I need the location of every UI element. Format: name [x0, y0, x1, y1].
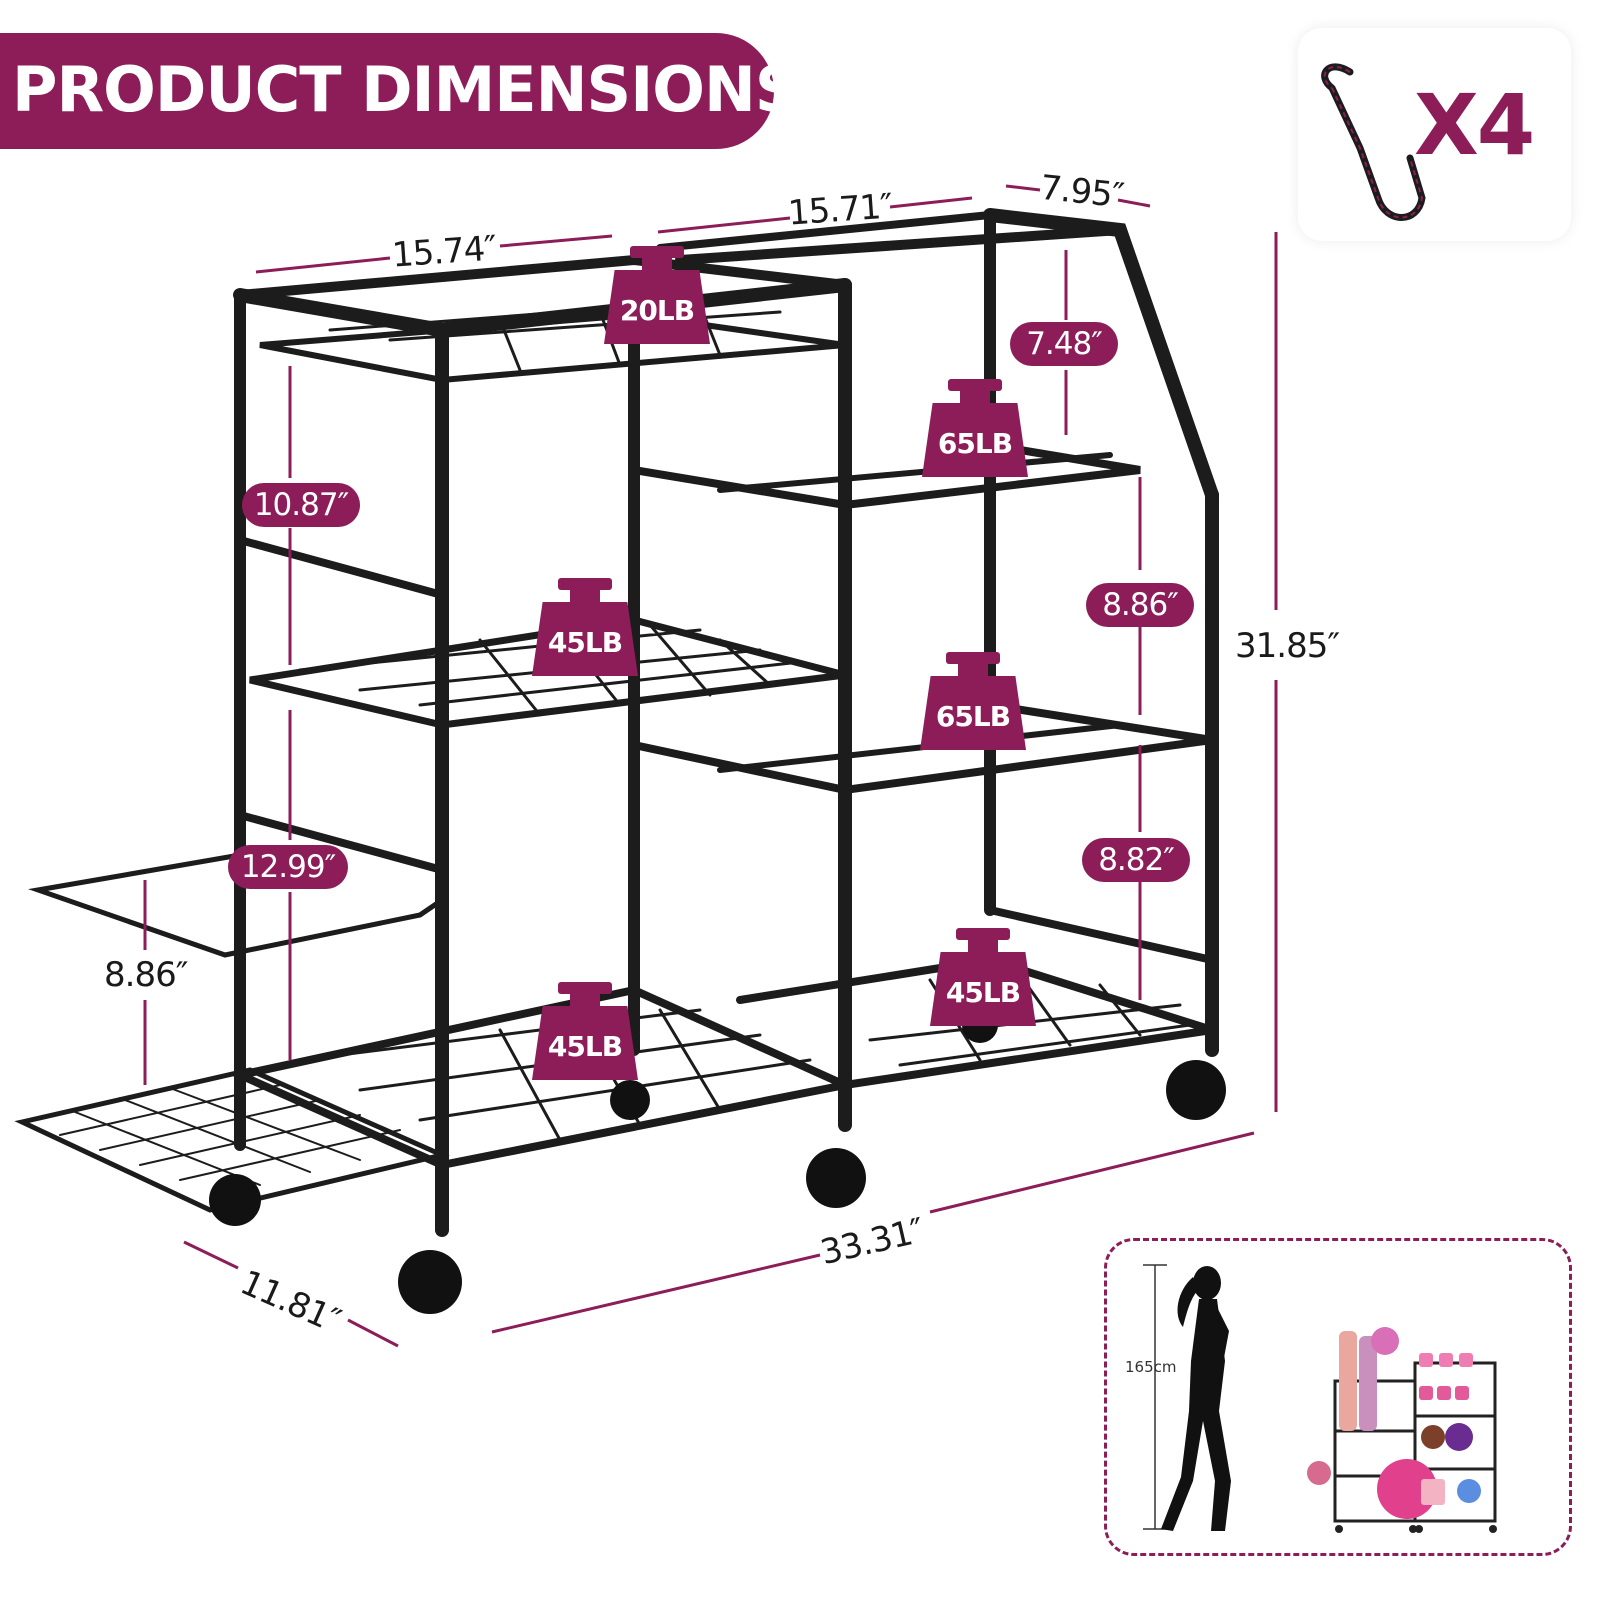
- scale-illustration: [1143, 1264, 1497, 1533]
- weight-right-lower: 65LB: [920, 648, 1026, 752]
- hook-count-label: X4: [1414, 76, 1535, 174]
- title-banner: PRODUCT DIMENSIONS: [0, 33, 800, 149]
- weight-right-upper: 65LB: [922, 375, 1028, 479]
- weight-bottom-right: 45LB: [930, 924, 1036, 1028]
- person-height-label: 165cm: [1125, 1358, 1177, 1376]
- dimension-side-rack-height: 8.86″: [104, 955, 188, 995]
- banner-title: PRODUCT DIMENSIONS: [12, 53, 800, 126]
- weight-top: 20LB: [604, 242, 710, 346]
- gap-left-upper: 10.87″: [242, 483, 360, 527]
- scale-reference-card: 165cm: [1104, 1238, 1572, 1556]
- weight-left-middle: 45LB: [532, 574, 638, 678]
- gym-equipment-icons: [1307, 1327, 1481, 1519]
- hook-count-card: X4: [1298, 28, 1571, 241]
- s-hook-icon: [1321, 63, 1426, 221]
- dimension-depth-top: 7.95″: [1038, 167, 1126, 217]
- weight-bottom-left: 45LB: [532, 978, 638, 1082]
- dimension-top-left-width: 15.74″: [390, 228, 498, 276]
- gap-right-top: 7.48″: [1010, 322, 1118, 366]
- gap-right-middle: 8.86″: [1086, 583, 1194, 627]
- dimension-top-right-width: 15.71″: [786, 186, 894, 234]
- gap-left-lower: 12.99″: [228, 845, 348, 889]
- dimension-total-height: 31.85″: [1235, 626, 1340, 666]
- gap-right-lower: 8.82″: [1082, 838, 1190, 882]
- person-silhouette-icon: [1161, 1266, 1231, 1531]
